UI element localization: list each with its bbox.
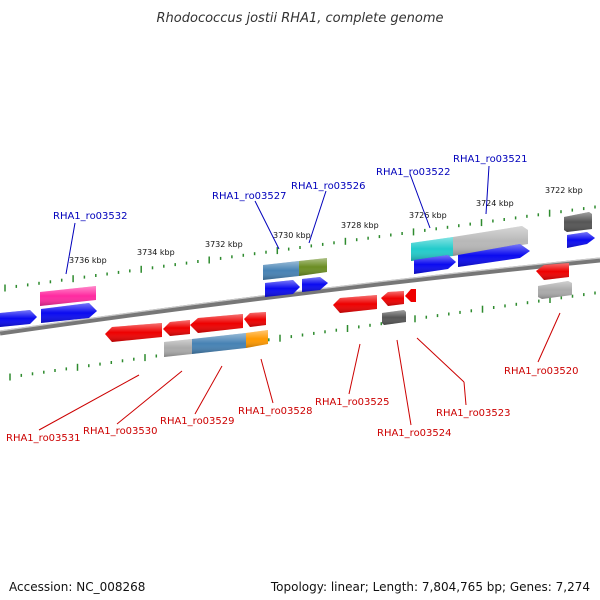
forward-labels: RHA1_ro03532 RHA1_ro03527 RHA1_ro03526 R… bbox=[53, 154, 528, 222]
gene-gray-ro03521[interactable] bbox=[453, 226, 528, 256]
label-ro03530[interactable]: RHA1_ro03530 bbox=[83, 426, 158, 437]
gene-pink-ro03532[interactable] bbox=[40, 286, 96, 306]
gene-steelblue-ro03527[interactable] bbox=[263, 261, 299, 280]
accession-text: Accession: NC_008268 bbox=[9, 580, 146, 594]
label-ro03522[interactable]: RHA1_ro03522 bbox=[376, 167, 451, 178]
gene-red-ro03524[interactable] bbox=[381, 291, 404, 306]
scale-label-3728: 3728 kbp bbox=[341, 221, 379, 230]
gene-blue-ro03527[interactable] bbox=[265, 280, 300, 297]
gene-olive-ro03526[interactable] bbox=[299, 258, 327, 276]
label-ro03520[interactable]: RHA1_ro03520 bbox=[504, 366, 579, 377]
scale-label-3734: 3734 kbp bbox=[137, 248, 175, 257]
scale-label-3732: 3732 kbp bbox=[205, 240, 243, 249]
gene-blue-ro03522[interactable] bbox=[414, 255, 456, 274]
gene-orange-ro03528[interactable] bbox=[246, 330, 268, 348]
gene-red-ro03523[interactable] bbox=[405, 289, 416, 302]
genome-backbone bbox=[0, 257, 600, 336]
gene-blue-left-edge[interactable] bbox=[0, 310, 37, 327]
label-ro03524[interactable]: RHA1_ro03524 bbox=[377, 428, 452, 439]
gene-steelblue-ro03529[interactable] bbox=[192, 333, 246, 354]
gene-red-ro03525[interactable] bbox=[333, 295, 377, 313]
label-ro03528[interactable]: RHA1_ro03528 bbox=[238, 406, 313, 417]
gene-cyan-ro03522[interactable] bbox=[411, 237, 453, 261]
gene-red-ro03529-large[interactable] bbox=[190, 314, 243, 333]
gene-blue-right[interactable] bbox=[567, 232, 595, 248]
gene-gray-ro03520[interactable] bbox=[538, 281, 572, 299]
scale-label-3722: 3722 kbp bbox=[545, 186, 583, 195]
reverse-labels: RHA1_ro03531 RHA1_ro03530 RHA1_ro03529 R… bbox=[6, 366, 579, 444]
gene-red-ro03520[interactable] bbox=[536, 263, 569, 280]
scale-track-upper: 3722 kbp 3724 kbp 3726 kbp 3728 kbp 3730… bbox=[4, 186, 596, 292]
label-ro03523[interactable]: RHA1_ro03523 bbox=[436, 408, 511, 419]
map-title: Rhodococcus jostii RHA1, complete genome bbox=[157, 11, 444, 26]
reverse-genes bbox=[105, 263, 572, 357]
label-ro03527[interactable]: RHA1_ro03527 bbox=[212, 191, 287, 202]
label-ro03525[interactable]: RHA1_ro03525 bbox=[315, 397, 390, 408]
gene-blue-ro03532[interactable] bbox=[41, 303, 97, 323]
label-ro03531[interactable]: RHA1_ro03531 bbox=[6, 433, 81, 444]
label-ro03521[interactable]: RHA1_ro03521 bbox=[453, 154, 528, 165]
genome-stats-text: Topology: linear; Length: 7,804,765 bp; … bbox=[270, 580, 590, 594]
label-ro03532[interactable]: RHA1_ro03532 bbox=[53, 211, 128, 222]
gene-dark-gray-right[interactable] bbox=[564, 212, 592, 232]
gene-red-ro03528-small[interactable] bbox=[244, 312, 266, 327]
forward-genes bbox=[0, 212, 595, 327]
label-ro03526[interactable]: RHA1_ro03526 bbox=[291, 181, 366, 192]
gene-gray-ro03530[interactable] bbox=[164, 339, 192, 357]
gene-red-ro03531[interactable] bbox=[105, 323, 162, 342]
scale-label-3726: 3726 kbp bbox=[409, 211, 447, 220]
gene-dark-gray-ro03524[interactable] bbox=[382, 310, 406, 325]
reverse-leader-lines bbox=[38, 312, 561, 431]
label-ro03529[interactable]: RHA1_ro03529 bbox=[160, 416, 235, 427]
scale-label-3724: 3724 kbp bbox=[476, 199, 514, 208]
gene-blue-ro03521[interactable] bbox=[458, 244, 530, 267]
gene-red-ro03530[interactable] bbox=[163, 320, 190, 336]
scale-label-3736: 3736 kbp bbox=[69, 256, 107, 265]
forward-leader-lines bbox=[65, 165, 490, 275]
scale-label-3730: 3730 kbp bbox=[273, 231, 311, 240]
gene-blue-ro03526[interactable] bbox=[302, 277, 328, 292]
